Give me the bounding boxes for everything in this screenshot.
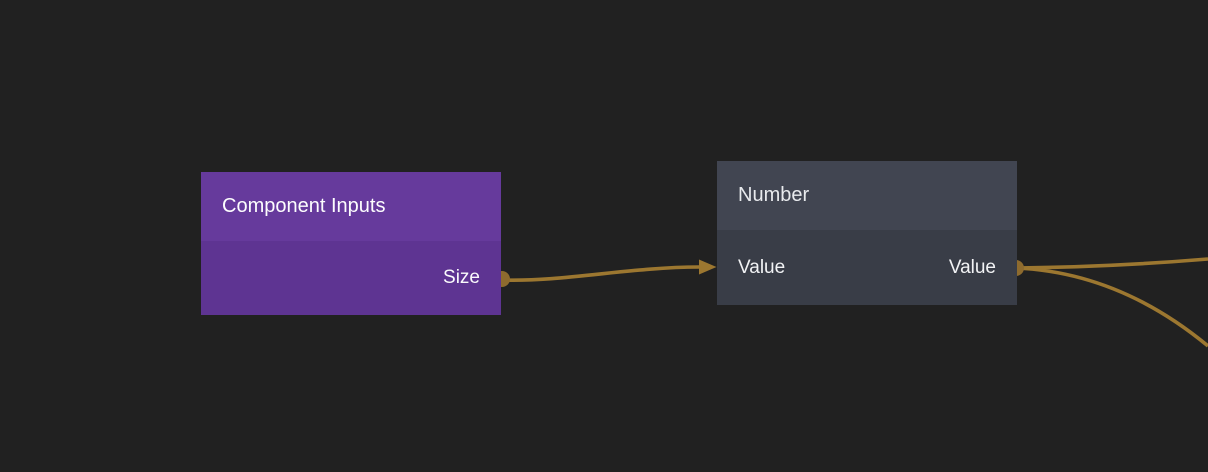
wire-number-value-out-lower[interactable]: [1015, 266, 1208, 348]
input-label-value: Value: [738, 256, 786, 278]
node-component-inputs[interactable]: Component Inputs Size: [201, 172, 501, 315]
node-component-inputs-body: Size: [201, 241, 501, 315]
node-component-inputs-header[interactable]: Component Inputs: [201, 172, 501, 241]
node-number-title: Number: [738, 184, 810, 206]
node-number-body: Value Value: [717, 230, 1017, 305]
wire-number-value-out-upper[interactable]: [1015, 257, 1208, 270]
wire-componentinputs-size-to-number-value[interactable]: [501, 265, 700, 282]
output-label-value: Value: [948, 256, 996, 278]
output-label-size: Size: [443, 267, 480, 288]
number-value-input-arrow-icon[interactable]: [699, 259, 717, 275]
node-number[interactable]: Number Value Value: [717, 161, 1017, 305]
node-component-inputs-title: Component Inputs: [222, 195, 386, 217]
node-number-header[interactable]: Number: [717, 161, 1017, 230]
